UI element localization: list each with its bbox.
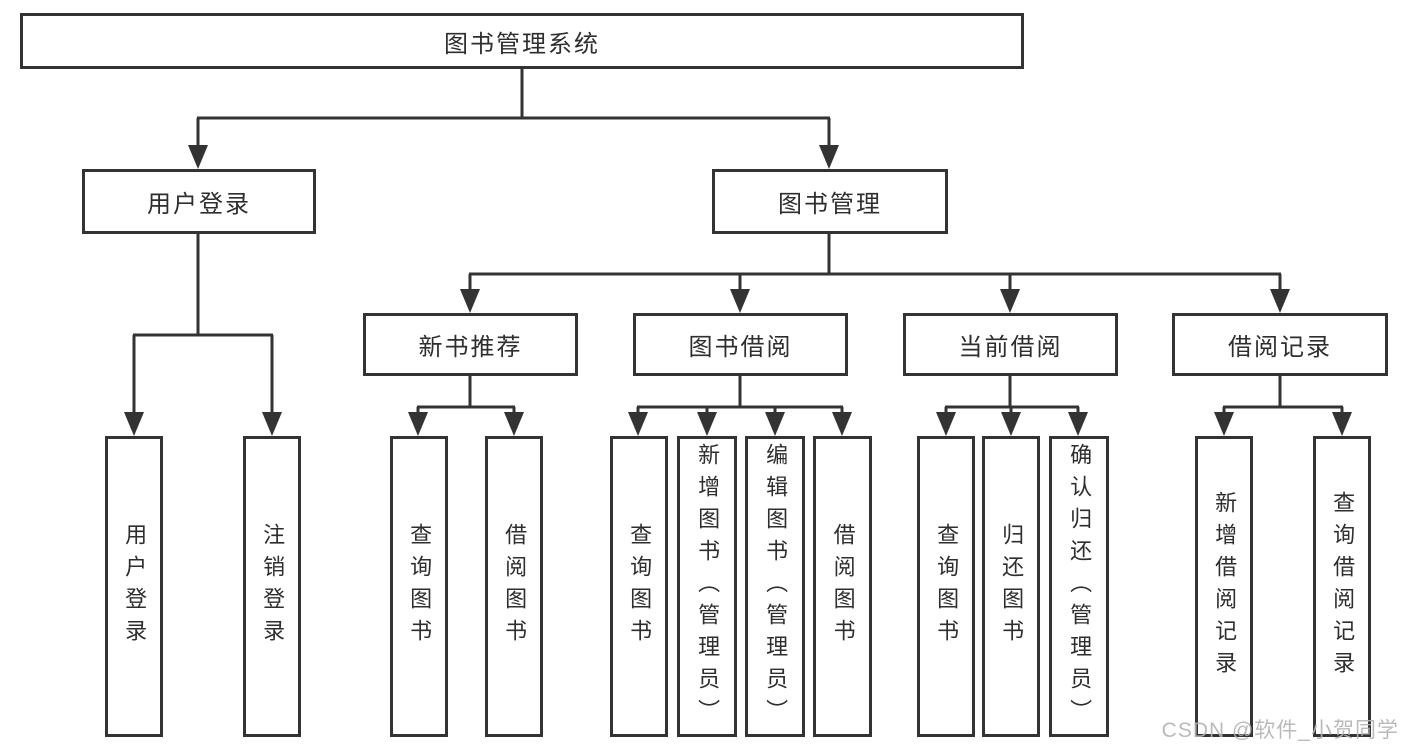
- leaf-add-books-admin: 新增图书（管理员）: [677, 436, 737, 737]
- leaf-edit-books-admin: 编辑图书（管理员）: [745, 436, 805, 737]
- csdn-watermark: CSDN @软件_小贺同学: [1161, 719, 1399, 742]
- leaf-label: 用户登录: [122, 522, 148, 651]
- arrowhead: [1214, 412, 1234, 436]
- leaf-query-books: 查询图书: [610, 436, 668, 737]
- arrowhead: [1001, 412, 1021, 436]
- arrowhead: [730, 289, 750, 313]
- leaf-label: 查询图书: [407, 522, 433, 651]
- arrowhead: [262, 412, 282, 436]
- connector-level3-children: [416, 376, 1344, 414]
- leaf-query-books: 查询图书: [390, 436, 448, 737]
- arrowhead: [408, 412, 428, 436]
- leaf-user-login: 用户登录: [105, 436, 163, 737]
- leaf-query-borrow-record: 查询借阅记录: [1313, 436, 1371, 737]
- leaf-label: 编辑图书（管理员）: [763, 442, 789, 731]
- leaf-borrow-books: 借阅图书: [813, 436, 872, 737]
- node-borrow-records: 借阅记录: [1172, 313, 1388, 376]
- leaf-borrow-books: 借阅图书: [485, 436, 543, 737]
- leaf-return-books: 归还图书: [982, 436, 1040, 737]
- arrowhead: [1068, 412, 1088, 436]
- arrowhead: [188, 145, 208, 169]
- node-book-borrowing: 图书借阅: [633, 313, 848, 376]
- leaf-label: 归还图书: [999, 522, 1025, 651]
- connector-root-to-level2: [196, 68, 831, 147]
- leaf-confirm-return-admin: 确认归还（管理员）: [1049, 436, 1109, 737]
- arrowhead: [124, 412, 144, 436]
- node-user-login: 用户登录: [82, 169, 316, 234]
- leaf-label: 查询图书: [934, 522, 960, 651]
- connector-book-mgmt-children: [468, 232, 1282, 291]
- node-new-book-recommend: 新书推荐: [363, 313, 578, 376]
- arrowhead: [765, 412, 785, 436]
- arrowhead: [1332, 412, 1352, 436]
- leaf-query-books: 查询图书: [917, 436, 975, 737]
- leaf-label: 查询借阅记录: [1330, 490, 1356, 683]
- leaf-label: 借阅图书: [502, 522, 528, 651]
- arrowhead: [628, 412, 648, 436]
- leaf-label: 借阅图书: [830, 522, 856, 651]
- arrowhead: [1270, 289, 1290, 313]
- leaf-label: 确认归还（管理员）: [1067, 442, 1093, 731]
- leaf-label: 查询图书: [627, 522, 653, 651]
- arrowhead: [1000, 289, 1020, 313]
- arrowhead: [832, 412, 852, 436]
- connector-user-login-children: [132, 232, 274, 414]
- leaf-label: 新增图书（管理员）: [695, 442, 721, 731]
- node-current-borrowing: 当前借阅: [903, 313, 1118, 376]
- leaf-label: 注销登录: [260, 522, 286, 651]
- node-root-system: 图书管理系统: [20, 13, 1024, 69]
- arrowhead: [504, 412, 524, 436]
- leaf-label: 新增借阅记录: [1212, 490, 1238, 683]
- arrowhead: [697, 412, 717, 436]
- leaf-logout: 注销登录: [243, 436, 301, 737]
- leaf-add-borrow-record: 新增借阅记录: [1195, 436, 1253, 737]
- arrowhead: [460, 289, 480, 313]
- arrowhead: [819, 145, 839, 169]
- arrowhead: [936, 412, 956, 436]
- node-book-management: 图书管理: [712, 169, 948, 234]
